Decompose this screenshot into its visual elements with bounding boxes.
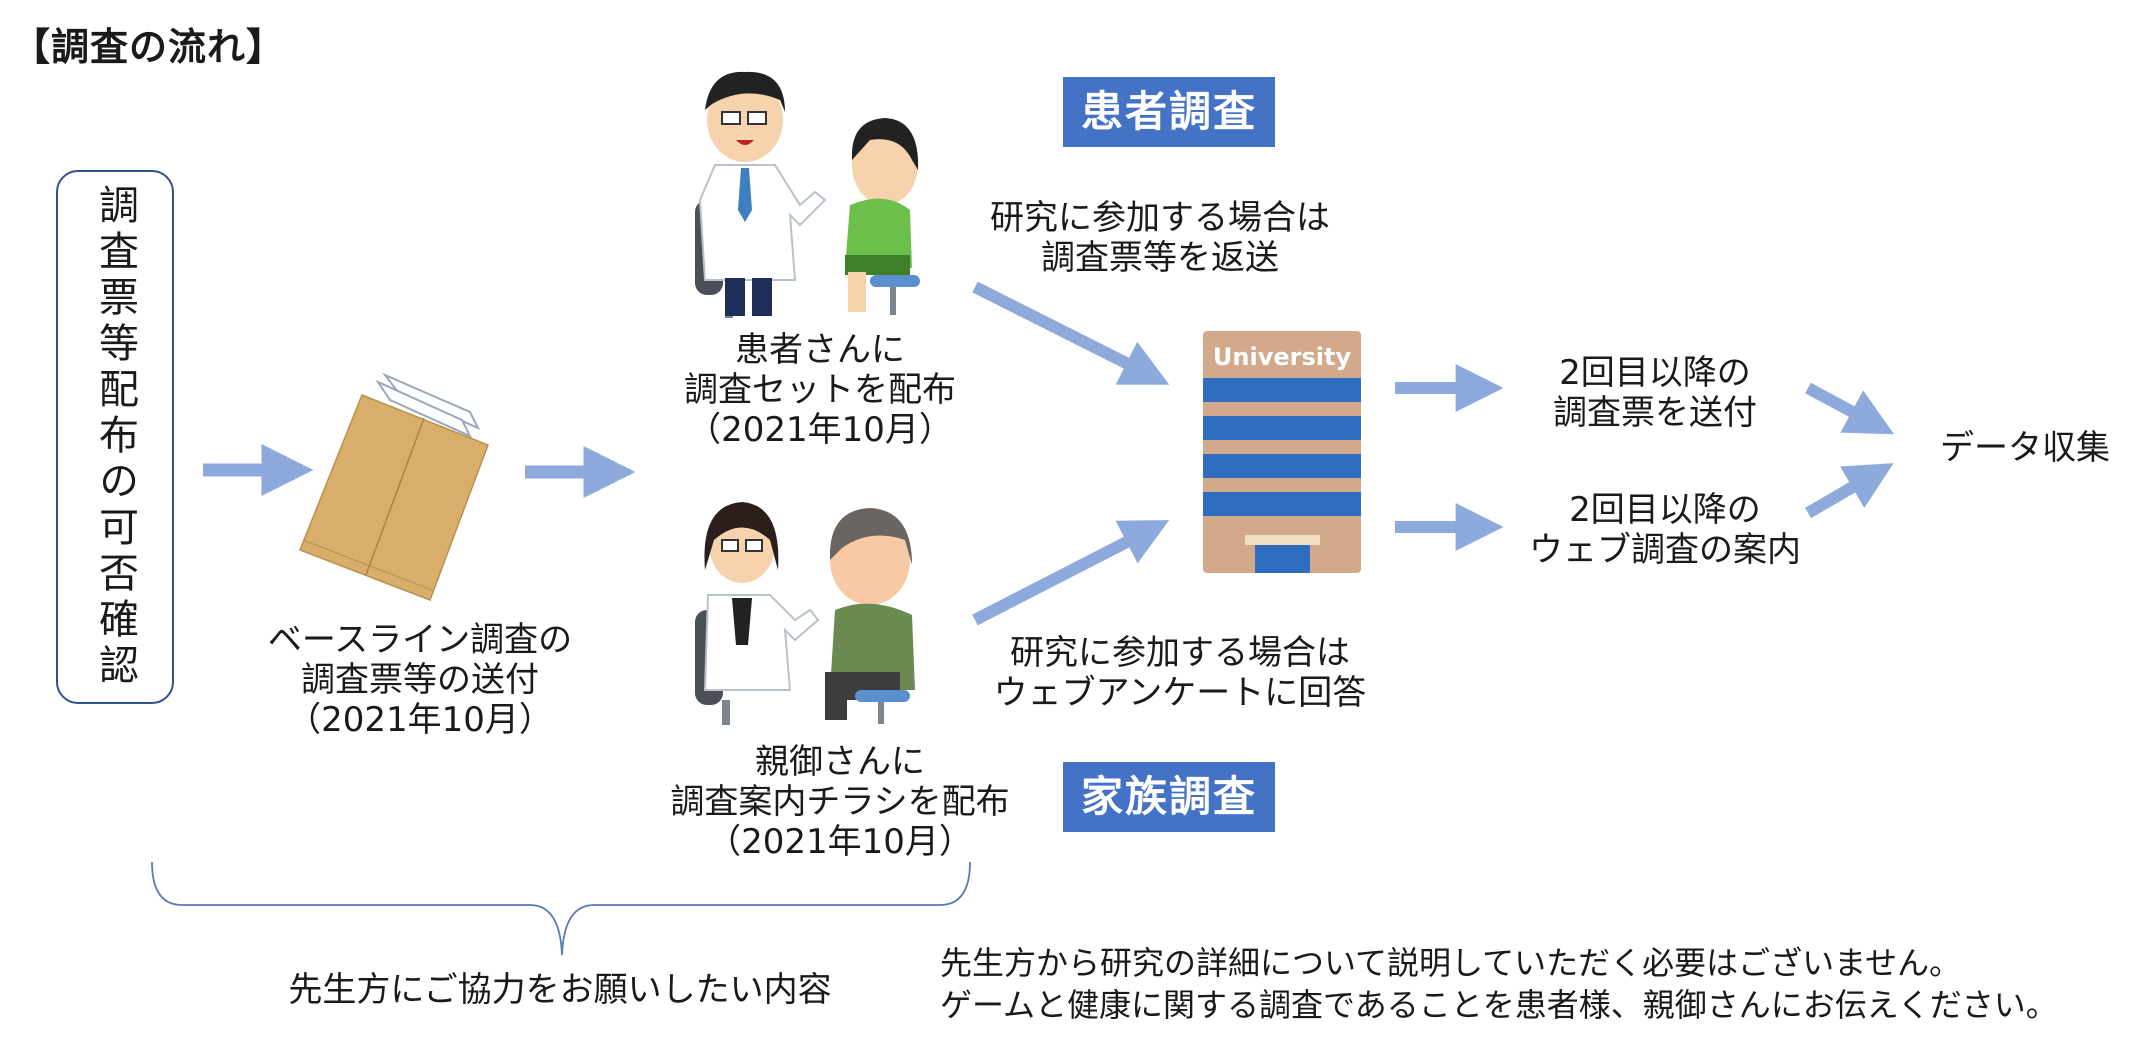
patient-return-caption: 研究に参加する場合は 調査票等を返送 xyxy=(990,198,1330,278)
parent-web-caption: 研究に参加する場合は ウェブアンケートに回答 xyxy=(993,633,1367,713)
family-survey-label: 家族調査 xyxy=(1063,762,1275,832)
arrow-patient-to-university xyxy=(972,281,1170,385)
data-collection-caption: データ収集 xyxy=(1940,428,2110,468)
university-building-icon: University xyxy=(1203,331,1361,573)
confirm-step-box: 調査票等配布の可否確認 xyxy=(56,170,174,704)
envelope-icon xyxy=(299,372,489,601)
arrow-parent-to-university xyxy=(972,520,1170,626)
baseline-caption: ベースライン調査の 調査票等の送付 （2021年10月） xyxy=(267,620,573,740)
arrow-mail-to-data xyxy=(1805,382,1895,435)
doctor-with-child-illustration xyxy=(695,71,920,318)
doctor-with-parent-illustration xyxy=(695,502,915,725)
instructions-note: 先生方から研究の詳細について説明していただく必要はございません。 ゲームと健康に… xyxy=(940,944,2058,1024)
followup-web-caption: 2回目以降の ウェブ調査の案内 xyxy=(1529,490,1801,570)
university-sign: University xyxy=(1213,343,1352,371)
patient-distribution-caption: 患者さんに 調査セットを配布 （2021年10月） xyxy=(684,330,956,450)
arrow-web-to-data xyxy=(1804,463,1894,519)
page-title: 【調査の流れ】 xyxy=(12,25,286,69)
followup-mail-caption: 2回目以降の 調査票を送付 xyxy=(1553,353,1757,433)
patient-survey-label: 患者調査 xyxy=(1063,77,1275,147)
brace-caption: 先生方にご協力をお願いしたい内容 xyxy=(288,970,832,1010)
brace xyxy=(151,861,971,956)
parent-distribution-caption: 親御さんに 調査案内チラシを配布 （2021年10月） xyxy=(670,742,1010,862)
confirm-step-label: 調査票等配布の可否確認 xyxy=(92,184,138,690)
